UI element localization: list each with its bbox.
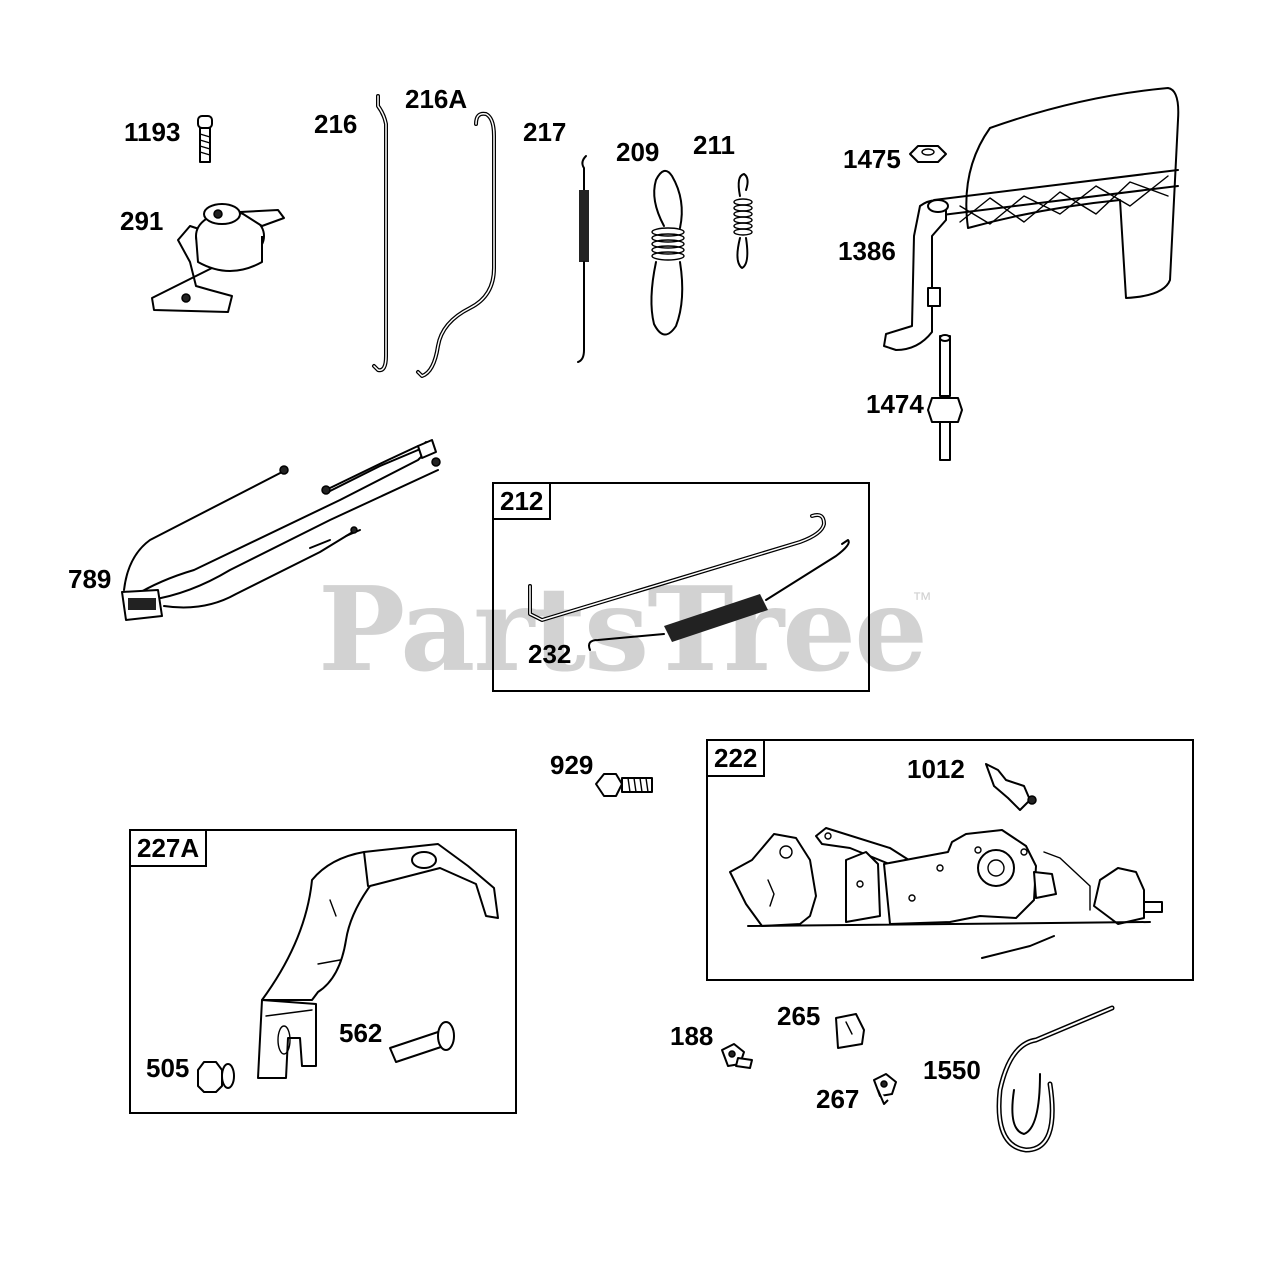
bolt-929-drawing — [595, 773, 653, 797]
group-label-222: 222 — [708, 741, 766, 777]
callout-211: 211 — [693, 130, 735, 160]
screw-188-drawing — [721, 1043, 753, 1069]
callout-1193: 1193 — [124, 117, 181, 147]
group-box-212: 212 — [492, 482, 870, 692]
spring-217-drawing — [577, 155, 589, 363]
callout-1475: 1475 — [843, 144, 901, 174]
nut-1475-drawing — [909, 145, 947, 163]
callout-209: 209 — [616, 137, 660, 167]
group-label-227a: 227A — [131, 831, 208, 867]
watermark-text: PartsTree — [318, 562, 928, 698]
callout-267: 267 — [816, 1084, 860, 1114]
callout-562: 562 — [339, 1018, 383, 1048]
group-box-227a: 227A — [129, 829, 517, 1114]
callout-188: 188 — [670, 1021, 714, 1051]
group-label-212: 212 — [494, 484, 552, 520]
governor-222-drawing — [729, 827, 1163, 959]
bracket-291-drawing — [151, 203, 285, 313]
callout-216: 216 — [314, 109, 358, 139]
clip-265-drawing — [835, 1013, 865, 1049]
callout-1474: 1474 — [866, 389, 924, 419]
harness-789-drawing — [121, 439, 441, 621]
callout-265: 265 — [777, 1001, 821, 1031]
callout-1550: 1550 — [923, 1055, 981, 1085]
spring-1550-drawing — [996, 1005, 1115, 1153]
screw-267-drawing — [873, 1073, 897, 1105]
spring-232-drawing — [588, 539, 850, 651]
deflector-1386-drawing — [883, 87, 1180, 351]
nut-505-drawing — [197, 1061, 235, 1093]
spring-211-drawing — [733, 173, 753, 269]
trademark-symbol: ™ — [912, 589, 932, 611]
callout-217: 217 — [523, 117, 567, 147]
rod-216a-drawing — [416, 111, 496, 378]
rod-212-drawing — [528, 513, 826, 622]
callout-505: 505 — [146, 1053, 190, 1083]
callout-1386: 1386 — [838, 236, 896, 266]
callout-216a: 216A — [405, 84, 468, 114]
callout-1012: 1012 — [907, 754, 965, 784]
bracket-227a-drawing — [257, 843, 499, 1079]
callout-929: 929 — [550, 750, 594, 780]
rod-216-drawing — [372, 94, 388, 373]
pin-562-drawing — [389, 1021, 455, 1063]
callout-789: 789 — [68, 564, 112, 594]
pin-1474-drawing — [927, 334, 963, 461]
screw-1193-drawing — [197, 115, 213, 163]
clip-1012-drawing — [985, 763, 1037, 811]
callout-291: 291 — [120, 206, 164, 236]
spring-209-drawing — [650, 169, 685, 336]
callout-232: 232 — [528, 639, 572, 669]
group-box-222: 222 — [706, 739, 1194, 981]
